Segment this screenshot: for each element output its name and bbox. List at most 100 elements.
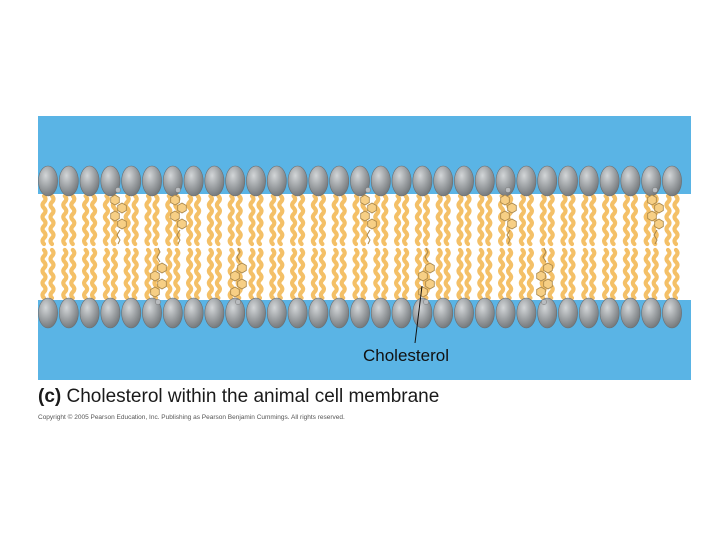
phospholipid-head: [454, 297, 474, 329]
phospholipid-head: [474, 297, 495, 329]
fatty-acid-tail: [498, 193, 506, 247]
fatty-acid-tail: [69, 193, 77, 247]
fatty-acid-tail: [643, 247, 651, 301]
phospholipid-head: [287, 297, 308, 329]
fatty-acid-tail: [123, 247, 131, 301]
fatty-acid-tail: [622, 193, 630, 247]
fatty-acid-tail: [352, 193, 360, 247]
fatty-acid-tail: [61, 193, 69, 247]
phospholipid-head: [225, 165, 246, 197]
steroid-ring: [360, 210, 370, 222]
caption-part-letter: (c): [38, 386, 62, 407]
phospholipid-head: [183, 297, 204, 329]
phospholipid-head: [433, 297, 454, 329]
phospholipid-head: [350, 297, 370, 329]
phospholipid-head: [370, 165, 391, 197]
cholesterol-tail: [156, 247, 161, 263]
phospholipid-head: [329, 165, 350, 197]
fatty-acid-tail: [227, 193, 235, 247]
fatty-acid-tail: [248, 247, 256, 301]
fatty-acid-tail: [394, 193, 402, 247]
steroid-ring: [367, 218, 377, 230]
phospholipid-head: [641, 297, 662, 329]
cholesterol-hydroxyl: [505, 187, 511, 193]
steroid-ring: [654, 218, 664, 230]
steroid-ring: [418, 286, 428, 298]
phospholipid-head: [641, 165, 662, 197]
phospholipid-head: [100, 165, 121, 197]
cholesterol-tail: [176, 229, 181, 245]
fatty-acid-tail: [602, 247, 610, 301]
steroid-ring: [500, 210, 510, 222]
fatty-acid-tail: [381, 247, 389, 301]
steroid-ring: [647, 194, 657, 206]
phospholipid-head: [287, 165, 308, 197]
fatty-acid-tail: [194, 247, 202, 301]
phospholipid-head: [79, 165, 100, 197]
phospholipid-head: [662, 297, 682, 329]
fatty-acid-tail: [339, 193, 347, 247]
cholesterol-hydroxyl: [541, 299, 547, 305]
phospholipid-head: [433, 165, 454, 197]
cholesterol-tail: [424, 247, 429, 263]
caption-text: Cholesterol within the animal cell membr…: [61, 386, 440, 407]
steroid-ring: [177, 202, 187, 214]
fatty-acid-tail: [48, 247, 56, 301]
steroid-ring: [543, 262, 553, 274]
fatty-acid-tail: [435, 193, 443, 247]
phospholipid-head: [204, 165, 225, 197]
phospholipid-head: [308, 297, 329, 329]
cholesterol-molecule: [500, 187, 517, 245]
phospholipid-head: [370, 297, 391, 329]
phospholipid-head: [412, 165, 433, 197]
fatty-acid-tail: [152, 193, 160, 247]
fatty-acid-tail: [373, 193, 381, 247]
fatty-acid-tail: [144, 247, 152, 301]
phospholipid-head: [100, 297, 121, 329]
fatty-acid-tail: [123, 193, 131, 247]
phospholipid-head: [578, 297, 599, 329]
fatty-acid-tail: [90, 247, 98, 301]
fatty-acid-tail: [560, 247, 568, 301]
fatty-acid-tail: [40, 247, 48, 301]
cholesterol-hydroxyl: [423, 299, 429, 305]
fatty-acid-tail: [672, 247, 680, 301]
cholesterol-tail: [116, 229, 121, 245]
phospholipid-head: [391, 165, 412, 197]
phospholipid-head: [58, 165, 79, 197]
phospholipid-head: [246, 297, 266, 329]
fatty-acid-tail: [331, 193, 339, 247]
cholesterol-molecule: [110, 187, 127, 245]
cholesterol-hydroxyl: [235, 299, 241, 305]
fatty-acid-tail: [477, 247, 485, 301]
fatty-acid-tail: [310, 193, 318, 247]
phospholipid-head: [558, 297, 578, 329]
steroid-ring: [425, 262, 435, 274]
fatty-acid-tail: [485, 247, 493, 301]
fatty-acid-tail: [485, 193, 493, 247]
steroid-ring: [425, 278, 435, 290]
fatty-acid-tail: [394, 247, 402, 301]
steroid-ring: [170, 210, 180, 222]
cholesterol-tail: [653, 229, 658, 245]
fatty-acid-tail: [310, 247, 318, 301]
fatty-acid-tail: [602, 193, 610, 247]
fatty-acid-tail: [664, 193, 672, 247]
fatty-acid-tail: [331, 247, 339, 301]
phospholipid-head: [38, 165, 58, 197]
steroid-ring: [170, 194, 180, 206]
steroid-ring: [500, 194, 510, 206]
fatty-acid-tail: [622, 247, 630, 301]
fatty-acid-tail: [256, 193, 264, 247]
fatty-acid-tail: [456, 193, 464, 247]
phospholipid-head: [620, 297, 641, 329]
cholesterol-molecule: [150, 247, 167, 305]
steroid-ring: [157, 278, 167, 290]
phospholipid-head: [474, 165, 495, 197]
fatty-acid-tail: [131, 247, 139, 301]
fatty-acid-tail: [186, 247, 194, 301]
phospholipid-head: [204, 297, 225, 329]
fatty-acid-tail: [402, 247, 410, 301]
phospholipid-head: [308, 165, 329, 197]
fatty-acid-tail: [61, 247, 69, 301]
